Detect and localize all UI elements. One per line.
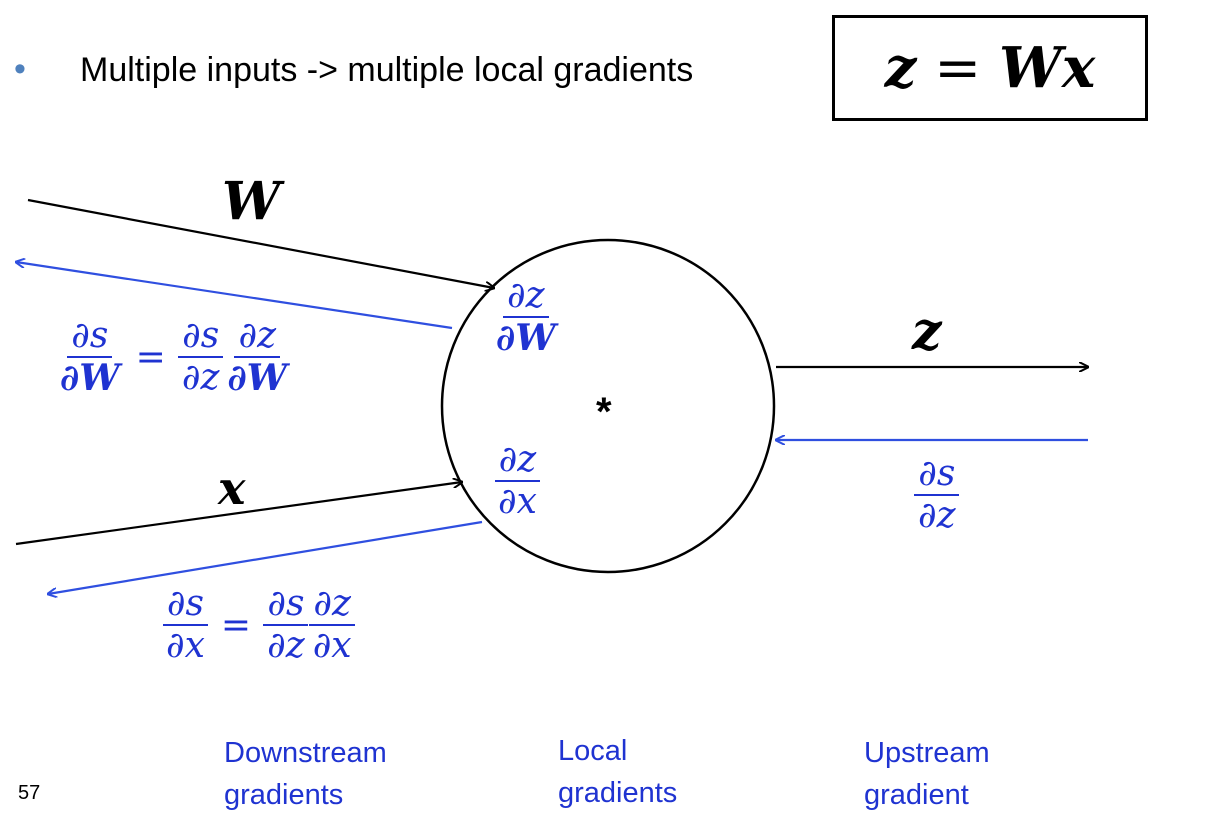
local-grad-w: ∂z∂W: [492, 275, 560, 360]
ds-x-equals: =: [220, 604, 252, 646]
ds-w-f1-num: ∂s: [178, 315, 224, 359]
upstream-grad: ∂s∂z: [914, 453, 960, 537]
formula-x: x: [1061, 35, 1096, 101]
formula-w: W: [999, 35, 1062, 101]
ds-x-f2-den: ∂x: [312, 625, 352, 667]
formula: z = Wx: [885, 35, 1096, 101]
downstream-grad-x-eq: ∂s∂x=∂s∂z∂z∂x: [162, 583, 356, 667]
formula-box: z = Wx: [832, 15, 1148, 121]
upstream-grad-num: ∂s: [914, 453, 960, 497]
grad-w-arrow: [16, 262, 453, 330]
ds-w-f2-den: ∂W: [227, 357, 288, 400]
input-w-label: W: [222, 171, 281, 232]
local-grad-x-den: ∂x: [498, 481, 537, 523]
output-z-label: z: [912, 301, 942, 362]
ds-w-f2-num: ∂z: [234, 315, 281, 359]
bullet-text: Multiple inputs -> multiple local gradie…: [80, 51, 694, 89]
input-x-arrow: [15, 482, 462, 546]
upstream-grad-den: ∂z: [918, 495, 956, 537]
local-label: Local gradients: [558, 735, 678, 809]
bullet-marker: •: [14, 50, 26, 88]
formula-lhs: z: [884, 35, 917, 101]
upstream-label: Upstream gradient: [864, 737, 990, 811]
ds-x-lhs-num: ∂s: [162, 583, 208, 627]
local-grad-x-num: ∂z: [494, 439, 541, 483]
ds-x-lhs-den: ∂x: [166, 625, 205, 667]
downstream-label: Downstream gradients: [224, 737, 387, 811]
ds-w-lhs-den: ∂W: [60, 357, 120, 400]
page-number: 57: [18, 782, 41, 804]
local-grad-w-num: ∂z: [503, 275, 549, 319]
ds-w-f1-den: ∂z: [181, 357, 220, 399]
ds-x-f1-den: ∂z: [267, 625, 305, 667]
downstream-grad-w-eq: ∂s∂W=∂s∂z∂z∂W: [56, 315, 291, 400]
formula-equals: =: [934, 36, 982, 101]
local-grad-x: ∂z∂x: [494, 439, 541, 523]
operator-symbol: *: [596, 390, 612, 434]
ds-w-lhs-num: ∂s: [67, 315, 113, 359]
input-w-arrow: [27, 198, 494, 288]
grad-x-arrow: [48, 520, 483, 594]
ds-x-f2-num: ∂z: [309, 583, 355, 627]
operation-node-circle: [440, 238, 776, 574]
ds-w-equals: =: [135, 336, 166, 378]
input-x-label: x: [218, 461, 246, 515]
ds-x-f1-num: ∂s: [263, 583, 309, 627]
local-grad-w-den: ∂W: [496, 317, 556, 360]
